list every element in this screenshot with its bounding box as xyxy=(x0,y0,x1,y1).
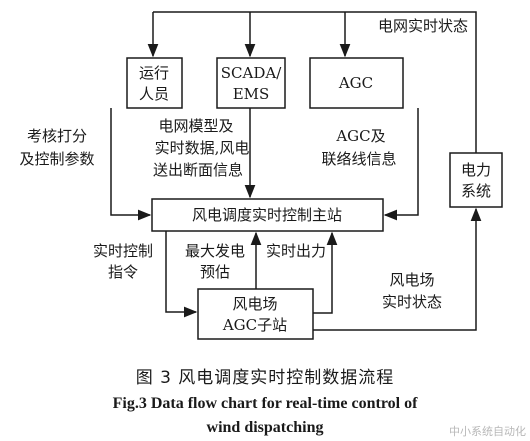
edge-label-grid-state: 电网实时状态 xyxy=(378,17,468,35)
node-main-station-box xyxy=(151,198,384,232)
edge-label-agc-tie-2: 联络线信息 xyxy=(321,150,396,168)
caption-chinese: 图 3 风电调度实时控制数据流程 xyxy=(135,368,395,388)
node-operator-box xyxy=(126,57,183,109)
node-scada-label-2: EMS xyxy=(233,85,270,103)
node-operator-label-1: 运行 xyxy=(139,64,169,82)
watermark: 中小系统自动化 xyxy=(449,425,526,438)
node-substation-label-1: 风电场 xyxy=(232,295,277,313)
node-power-system-box xyxy=(449,152,503,208)
edge-label-assessment-1: 考核打分 xyxy=(27,127,87,145)
edge-label-grid-model-2: 实时数据,风电 xyxy=(155,139,250,157)
edge-main-to-substation xyxy=(165,231,198,318)
edge-output-to-main xyxy=(313,231,338,314)
node-power-system-label-2: 系统 xyxy=(461,182,491,200)
edge-label-grid-model-1: 电网模型及 xyxy=(158,117,233,135)
node-substation-box xyxy=(197,288,314,340)
edge-label-forecast-1: 最大发电 xyxy=(185,242,245,260)
edge-agc-to-main xyxy=(383,108,419,221)
edge-label-wind-state-1: 风电场 xyxy=(389,271,434,289)
edge-label-control-cmd-2: 指令 xyxy=(108,263,138,281)
node-power-system-label-1: 电力 xyxy=(461,161,491,179)
node-agc-box xyxy=(309,57,404,109)
edge-label-assessment-2: 及控制参数 xyxy=(19,150,94,168)
node-scada-label-1: SCADA/ xyxy=(221,64,282,82)
node-main-station-label: 风电调度实时控制主站 xyxy=(192,206,342,224)
edge-label-control-cmd-1: 实时控制 xyxy=(93,242,153,260)
node-substation-label-2: AGC子站 xyxy=(222,316,287,334)
node-agc-label: AGC xyxy=(338,74,373,92)
node-operator-label-2: 人员 xyxy=(139,85,169,103)
caption-english-line-2: wind dispatching xyxy=(206,419,324,436)
edge-label-forecast-2: 预估 xyxy=(200,263,230,281)
edge-label-agc-tie-1: AGC及 xyxy=(335,127,385,145)
edge-label-output: 实时出力 xyxy=(266,242,326,260)
edge-label-wind-state-2: 实时状态 xyxy=(382,293,442,311)
caption-english-line-1: Fig.3 Data flow chart for real-time cont… xyxy=(112,395,418,412)
caption-english: Fig.3 Data flow chart for real-time cont… xyxy=(0,392,530,440)
edge-label-grid-model-3: 送出断面信息 xyxy=(153,161,243,179)
edge-substation-to-power xyxy=(313,207,482,331)
edge-operator-to-main xyxy=(110,108,152,221)
data-flow-diagram: 运行 人员 SCADA/ EMS AGC 风电调度实时控制主站 电力 系统 风电… xyxy=(19,11,503,340)
edge-grid-state-bus xyxy=(153,11,477,153)
node-scada-box xyxy=(216,57,286,109)
